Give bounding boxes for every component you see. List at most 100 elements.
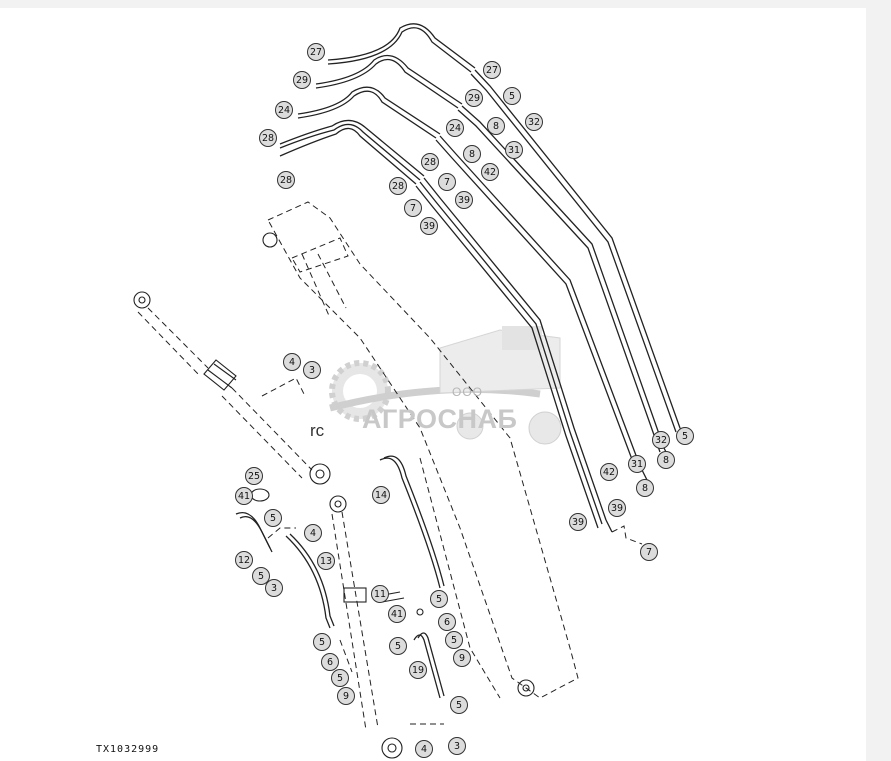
callout-5: 5 <box>430 590 448 608</box>
callout-circle <box>569 513 587 531</box>
callout-8: 8 <box>463 145 481 163</box>
callout-number: 9 <box>459 653 465 664</box>
callout-number: 7 <box>410 203 416 214</box>
callout-number: 24 <box>278 105 290 116</box>
callout-12: 12 <box>235 551 253 569</box>
callout-9: 9 <box>337 687 355 705</box>
callout-number: 5 <box>456 700 462 711</box>
callout-39: 39 <box>455 191 473 209</box>
callout-number: 28 <box>262 133 274 144</box>
callout-7: 7 <box>404 199 422 217</box>
callout-27: 27 <box>307 43 325 61</box>
hydraulic-lines-diagram: 2729242828275293224883128422873973943325… <box>133 23 694 759</box>
callout-circle <box>640 543 658 561</box>
callout-circle <box>331 669 349 687</box>
callout-circle <box>600 463 618 481</box>
callout-25: 25 <box>245 467 263 485</box>
callout-number: 7 <box>646 547 652 558</box>
callout-circle <box>252 567 270 585</box>
callout-5: 5 <box>264 509 282 527</box>
callout-number: 27 <box>310 47 322 58</box>
callout-24: 24 <box>275 101 293 119</box>
callout-circle <box>420 217 438 235</box>
callout-7: 7 <box>438 173 456 191</box>
callout-39: 39 <box>608 499 626 517</box>
callout-circle <box>505 141 523 159</box>
callout-number: 14 <box>375 490 387 501</box>
callout-number: 32 <box>655 435 667 446</box>
callout-circle <box>259 129 277 147</box>
callout-number: 25 <box>248 471 260 482</box>
fragment-text: rc <box>310 421 325 440</box>
callout-31: 31 <box>505 141 523 159</box>
callout-number: 28 <box>392 181 404 192</box>
callout-circle <box>283 353 301 371</box>
boom-cylinder <box>133 291 403 759</box>
callout-number: 5 <box>337 673 343 684</box>
callout-3: 3 <box>448 737 466 755</box>
callout-circle <box>657 451 675 469</box>
callout-circle <box>317 552 335 570</box>
callout-number: 7 <box>444 177 450 188</box>
callout-24: 24 <box>446 119 464 137</box>
callout-6: 6 <box>321 653 339 671</box>
callout-41: 41 <box>235 487 253 505</box>
callout-circle <box>245 467 263 485</box>
callout-39: 39 <box>569 513 587 531</box>
callout-circle <box>463 145 481 163</box>
callout-number: 28 <box>424 157 436 168</box>
callout-circle <box>313 633 331 651</box>
upper-pipe-bundle <box>279 23 689 545</box>
watermark-prefix: ООО <box>452 385 484 399</box>
callout-14: 14 <box>372 486 390 504</box>
callout-circle <box>438 613 456 631</box>
callout-number: 5 <box>319 637 325 648</box>
callout-number: 8 <box>469 149 475 160</box>
callout-circle <box>264 509 282 527</box>
callout-number: 31 <box>508 145 520 156</box>
callout-number: 3 <box>271 583 277 594</box>
callout-number: 32 <box>528 117 540 128</box>
callout-32: 32 <box>652 431 670 449</box>
callout-circle <box>265 579 283 597</box>
callout-circle <box>389 177 407 195</box>
callout-circle <box>652 431 670 449</box>
callout-circle <box>487 117 505 135</box>
callout-circle <box>307 43 325 61</box>
callout-number: 5 <box>258 571 264 582</box>
callout-number: 31 <box>631 459 643 470</box>
callout-28: 28 <box>277 171 295 189</box>
callout-5: 5 <box>331 669 349 687</box>
callout-circle <box>235 551 253 569</box>
callout-number: 3 <box>454 741 460 752</box>
lower-hoses <box>235 455 459 725</box>
callout-8: 8 <box>487 117 505 135</box>
callout-42: 42 <box>600 463 618 481</box>
callout-number: 8 <box>493 121 499 132</box>
callout-circle <box>430 590 448 608</box>
callout-circle <box>409 661 427 679</box>
callout-number: 39 <box>423 221 435 232</box>
callout-number: 39 <box>458 195 470 206</box>
callout-41: 41 <box>388 605 406 623</box>
callout-number: 42 <box>603 467 615 478</box>
callout-circle <box>304 524 322 542</box>
callout-circle <box>337 687 355 705</box>
callout-number: 13 <box>320 556 332 567</box>
callout-circle <box>303 361 321 379</box>
callout-number: 3 <box>309 365 315 376</box>
callout-number: 5 <box>682 431 688 442</box>
callout-number: 24 <box>449 123 461 134</box>
callout-28: 28 <box>389 177 407 195</box>
callout-circle <box>448 737 466 755</box>
callout-28: 28 <box>421 153 439 171</box>
callout-number: 6 <box>327 657 333 668</box>
callout-circle <box>483 61 501 79</box>
callout-27: 27 <box>483 61 501 79</box>
callout-number: 42 <box>484 167 496 178</box>
callout-4: 4 <box>415 740 433 758</box>
callout-circle <box>275 101 293 119</box>
boom-outline <box>262 201 579 699</box>
watermark-logo <box>329 326 562 445</box>
callout-number: 5 <box>395 641 401 652</box>
